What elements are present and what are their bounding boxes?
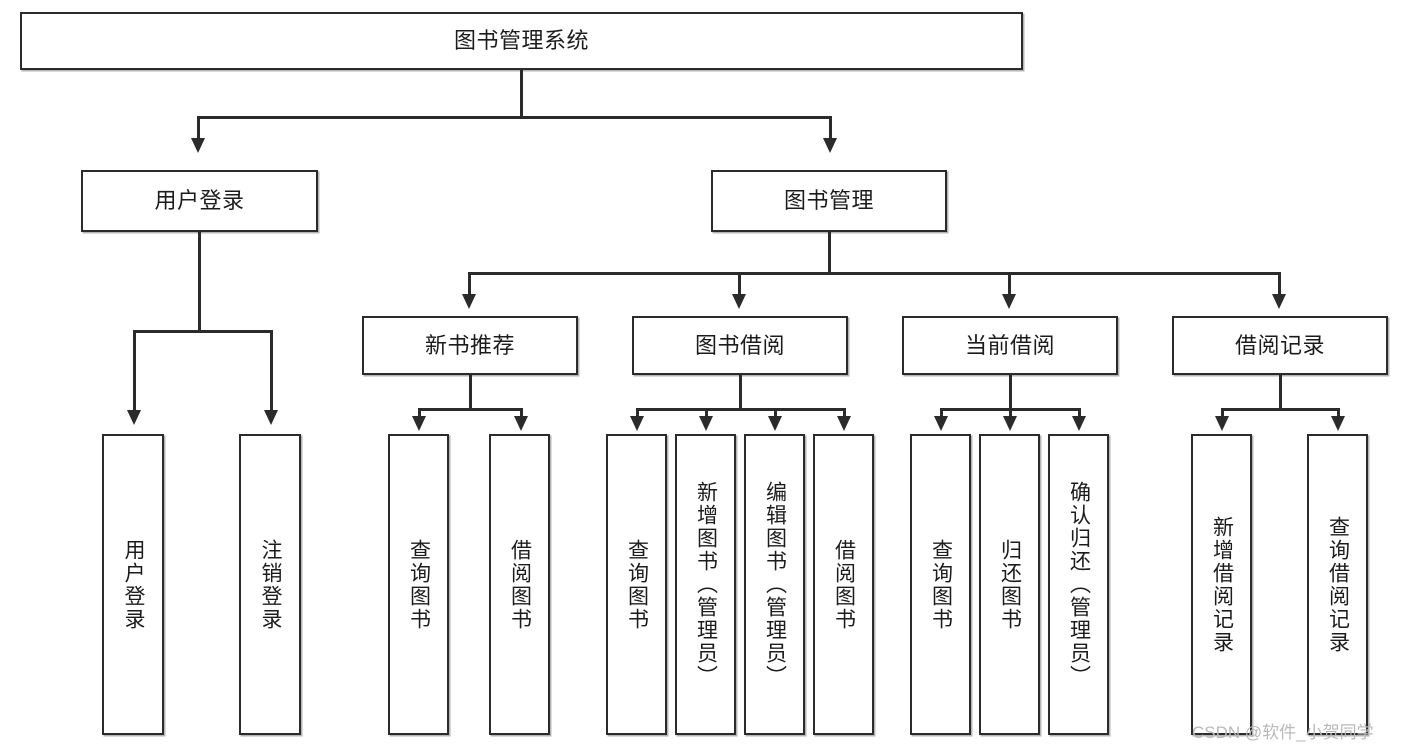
node-book-borrow[interactable]: 图书借阅 <box>632 316 848 375</box>
leaf-bb-edit-book-admin[interactable]: 编辑图书（管理员） <box>744 434 805 735</box>
arrowhead-nb-borrow <box>514 416 528 431</box>
arrowhead-current-borrow <box>1002 294 1016 309</box>
connector-drop-bb-query <box>636 408 639 420</box>
connector-drop-nb-query <box>418 408 421 420</box>
arrowhead-br-add <box>1215 416 1229 431</box>
arrowhead-bb-add <box>699 416 713 431</box>
node-new-book-recommend[interactable]: 新书推荐 <box>362 316 578 375</box>
connector-new-book-bus <box>418 408 522 411</box>
node-label: 查询借阅记录 <box>1326 515 1350 654</box>
connector-drop-new-book <box>468 272 471 298</box>
connector-drop-cb-return <box>1009 408 1012 420</box>
connector-drop-borrow-record <box>1278 272 1281 298</box>
node-label: 注销登录 <box>259 538 283 631</box>
leaf-logout[interactable]: 注销登录 <box>239 434 301 735</box>
arrowhead-bb-borrow <box>837 416 851 431</box>
leaf-cb-return-book[interactable]: 归还图书 <box>979 434 1040 735</box>
connector-drop-leaf-logout <box>270 330 273 414</box>
connector-drop-book-borrow <box>738 272 741 298</box>
leaf-cb-query-book[interactable]: 查询图书 <box>910 434 971 735</box>
arrowhead-nb-query <box>412 416 426 431</box>
connector-user-login-bus <box>133 330 272 333</box>
connector-drop-cb-query <box>940 408 943 420</box>
arrowhead-br-query <box>1331 416 1345 431</box>
node-label: 确认归还（管理员） <box>1067 481 1091 688</box>
leaf-br-add-record[interactable]: 新增借阅记录 <box>1191 434 1252 735</box>
node-label: 新增图书（管理员） <box>694 481 718 688</box>
watermark-text: CSDN @软件_小贺同学 <box>1192 723 1374 742</box>
arrowhead-book-borrow <box>732 294 746 309</box>
connector-borrow-record-stem <box>1279 375 1282 410</box>
connector-new-book-stem <box>469 375 472 410</box>
node-label: 图书借阅 <box>694 332 785 358</box>
leaf-nb-borrow-book[interactable]: 借阅图书 <box>489 434 550 735</box>
node-label: 借阅图书 <box>832 538 856 631</box>
node-user-login[interactable]: 用户登录 <box>81 170 318 232</box>
connector-root-stem <box>520 70 523 117</box>
connector-drop-bb-edit <box>774 408 777 420</box>
arrowhead-cb-return <box>1003 416 1017 431</box>
connector-current-borrow-stem <box>1009 375 1012 410</box>
connector-book-borrow-bus <box>636 408 843 411</box>
arrowhead-leaf-user-login <box>127 410 141 425</box>
connector-drop-nb-borrow <box>520 408 523 420</box>
connector-level1-bus <box>197 116 831 119</box>
node-borrow-record[interactable]: 借阅记录 <box>1172 316 1388 375</box>
leaf-bb-add-book-admin[interactable]: 新增图书（管理员） <box>675 434 736 735</box>
connector-drop-br-add <box>1221 408 1224 420</box>
node-label: 归还图书 <box>998 538 1022 631</box>
node-label: 查询图书 <box>407 538 431 631</box>
arrowhead-new-book <box>462 294 476 309</box>
connector-borrow-record-bus <box>1221 408 1339 411</box>
arrowhead-bb-edit <box>768 416 782 431</box>
connector-level2-bus <box>468 272 1280 275</box>
node-label: 图书管理系统 <box>453 28 589 54</box>
arrowhead-leaf-logout <box>264 410 278 425</box>
arrowhead-bb-query <box>630 416 644 431</box>
connector-drop-bb-borrow <box>843 408 846 420</box>
arrowhead-user-login <box>191 138 205 153</box>
connector-drop-leaf-user-login <box>133 330 136 414</box>
node-label: 查询图书 <box>625 538 649 631</box>
leaf-bb-borrow-book[interactable]: 借阅图书 <box>813 434 874 735</box>
connector-drop-bb-add <box>705 408 708 420</box>
connector-user-login-stem <box>198 232 201 332</box>
node-label: 用户登录 <box>122 538 146 631</box>
arrowhead-book-management <box>823 138 837 153</box>
connector-drop-cb-confirm <box>1078 408 1081 420</box>
connector-book-management-stem <box>828 232 831 274</box>
connector-drop-current-borrow <box>1008 272 1011 298</box>
leaf-bb-query-book[interactable]: 查询图书 <box>606 434 667 735</box>
node-label: 当前借阅 <box>964 332 1055 358</box>
node-label: 新增借阅记录 <box>1210 515 1234 654</box>
node-label: 借阅图书 <box>508 538 532 631</box>
leaf-nb-query-book[interactable]: 查询图书 <box>388 434 449 735</box>
node-label: 借阅记录 <box>1234 332 1325 358</box>
node-label: 查询图书 <box>929 538 953 631</box>
connector-drop-book-management <box>829 116 832 142</box>
node-label: 新书推荐 <box>424 332 515 358</box>
arrowhead-cb-query <box>934 416 948 431</box>
leaf-br-query-record[interactable]: 查询借阅记录 <box>1307 434 1368 735</box>
arrowhead-cb-confirm <box>1072 416 1086 431</box>
connector-drop-br-query <box>1337 408 1340 420</box>
arrowhead-borrow-record <box>1272 294 1286 309</box>
node-label: 用户登录 <box>154 188 245 214</box>
node-book-management[interactable]: 图书管理 <box>711 170 947 232</box>
node-current-borrow[interactable]: 当前借阅 <box>902 316 1118 375</box>
leaf-cb-confirm-return-admin[interactable]: 确认归还（管理员） <box>1048 434 1109 735</box>
connector-book-borrow-stem <box>739 375 742 410</box>
node-label: 编辑图书（管理员） <box>763 481 787 688</box>
connector-drop-user-login <box>197 116 200 142</box>
node-root-book-management-system[interactable]: 图书管理系统 <box>20 12 1023 70</box>
node-label: 图书管理 <box>783 188 874 214</box>
leaf-user-login[interactable]: 用户登录 <box>102 434 164 735</box>
